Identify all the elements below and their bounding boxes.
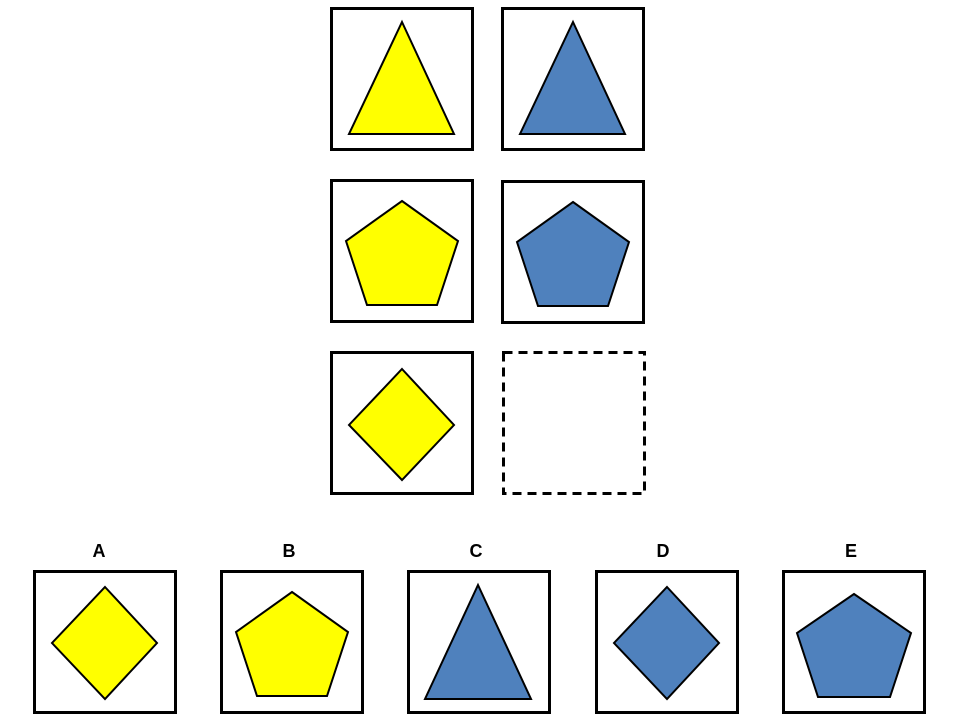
option-label-a: A — [92, 541, 106, 561]
option-d-diamond-shape — [595, 570, 739, 714]
option-b[interactable] — [220, 570, 364, 714]
option-b-pentagon-shape — [220, 570, 364, 714]
puzzle-cell-yellow-triangle — [330, 7, 474, 151]
option-a[interactable] — [33, 570, 177, 714]
yellow-diamond-shape — [330, 351, 474, 495]
option-c-triangle-shape — [407, 570, 551, 714]
option-label-b: B — [282, 541, 296, 561]
option-label-e: E — [844, 541, 857, 561]
option-e[interactable] — [782, 570, 926, 714]
option-a-diamond-shape — [33, 570, 177, 714]
blue-pentagon-shape — [501, 180, 645, 324]
puzzle-cell-blue-pentagon — [501, 180, 645, 324]
option-d[interactable] — [595, 570, 739, 714]
dashed-empty-box — [502, 351, 646, 495]
yellow-triangle-shape — [330, 7, 474, 151]
yellow-pentagon-shape — [330, 179, 474, 323]
blue-triangle-shape — [501, 7, 645, 151]
option-e-pentagon-shape — [782, 570, 926, 714]
puzzle-cell-blue-triangle — [501, 7, 645, 151]
option-label-d: D — [656, 541, 670, 561]
puzzle-cell-yellow-pentagon — [330, 179, 474, 323]
option-c[interactable] — [407, 570, 551, 714]
missing-answer-cell[interactable] — [502, 351, 646, 495]
option-label-c: C — [469, 541, 483, 561]
puzzle-cell-yellow-diamond — [330, 351, 474, 495]
